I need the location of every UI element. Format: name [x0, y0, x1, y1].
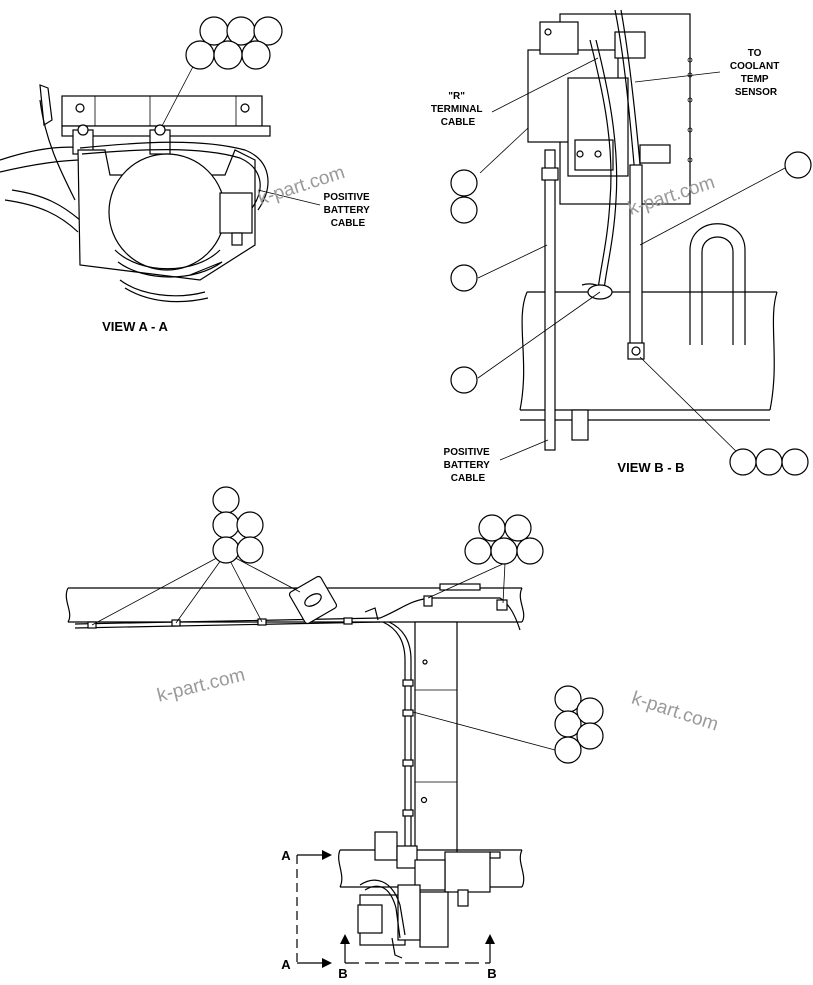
svg-text:A: A [281, 848, 291, 863]
callout-bubble [213, 40, 243, 70]
to-coolant-temp-sensor-label: TO COOLANT TEMP SENSOR [730, 48, 782, 98]
view-a-a-caption: VIEW A - A [102, 319, 168, 334]
view-a-a: POSITIVE BATTERY CABLE VIEW A - A [0, 16, 373, 334]
callout-bubble [253, 16, 283, 46]
leader-line [225, 552, 301, 593]
leader-line [499, 439, 549, 461]
svg-text:A: A [281, 957, 291, 972]
leader-line [502, 562, 506, 604]
callout-bubble [212, 536, 240, 564]
callout-bubble [212, 511, 240, 539]
callout-bubble [185, 40, 215, 70]
callout-bubble [450, 196, 478, 224]
relay-module [288, 575, 338, 625]
vertical-cable [382, 621, 406, 860]
leader-line [427, 562, 506, 599]
callout-bubble [554, 736, 582, 764]
positive-battery-cable-label: POSITIVE BATTERY CABLE [324, 192, 373, 229]
section-marker-a: A A [281, 848, 332, 972]
callout-bubble [576, 697, 604, 725]
callout-bubble [236, 511, 264, 539]
callout-bubble [450, 264, 478, 292]
leader-line [91, 552, 227, 626]
svg-text:B: B [487, 966, 496, 980]
watermark: k-part.com [629, 688, 721, 736]
leader-line [634, 71, 721, 83]
leader-line [477, 244, 548, 279]
callout-bubble [450, 169, 478, 197]
callout-bubble [755, 448, 783, 476]
leader-line [161, 56, 199, 127]
callout-bubble [729, 448, 757, 476]
svg-text:B: B [338, 966, 347, 980]
callout-bubble [241, 40, 271, 70]
leader-line [639, 167, 786, 246]
alternator-pulley [108, 153, 226, 271]
leader-line [412, 711, 556, 751]
callout-bubble [199, 16, 229, 46]
view-b-b: "R" TERMINAL CABLE TO COOLANT TEMP SENSO… [431, 9, 812, 484]
section-marker-b: B B [338, 934, 497, 981]
callout-bubble [516, 537, 544, 565]
leader-line [225, 552, 263, 623]
leader-line [491, 57, 599, 113]
view-b-b-caption: VIEW B - B [617, 460, 684, 475]
leader-line [257, 189, 321, 206]
leader-line [175, 552, 227, 624]
callout-bubble [450, 366, 478, 394]
callout-bubble [490, 537, 518, 565]
callout-bubble [212, 486, 240, 514]
callout-bubble [478, 514, 506, 542]
main-assembly [65, 486, 604, 959]
callout-bubble [464, 537, 492, 565]
positive-battery-cable [544, 149, 556, 451]
vertical-frame-member [414, 621, 458, 863]
leader-line [477, 291, 601, 379]
mounting-bracket [61, 95, 263, 127]
callout-bubble [781, 448, 809, 476]
positive-battery-cable-label-b: POSITIVE BATTERY CABLE [444, 447, 493, 484]
u-bolt [689, 223, 746, 345]
callout-bubble [236, 536, 264, 564]
leader-line [639, 356, 746, 461]
callout-bubble [504, 514, 532, 542]
r-terminal-cable-label: "R" TERMINAL CABLE [431, 91, 485, 128]
callout-bubble [576, 722, 604, 750]
callout-bubble [784, 151, 812, 179]
watermark: k-part.com [155, 665, 247, 707]
leader-line [479, 127, 529, 174]
